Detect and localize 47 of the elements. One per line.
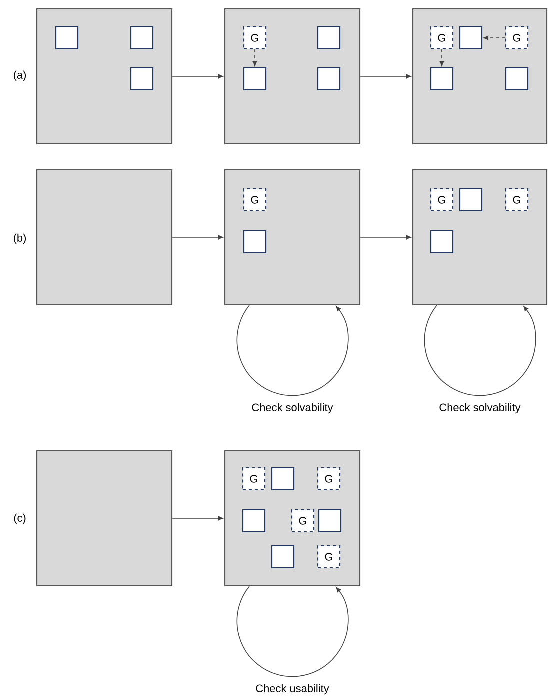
panel-box (224, 169, 361, 306)
square-box (430, 230, 454, 254)
loop-arrow (424, 305, 536, 396)
g-box: G (242, 467, 266, 491)
square-box (459, 26, 483, 50)
square-box (243, 230, 267, 254)
edge-label: Check solvability (252, 403, 334, 414)
square-box (459, 188, 483, 212)
square-box (271, 545, 295, 569)
square-box (318, 509, 342, 533)
row-label: (c) (14, 514, 26, 524)
g-box: G (505, 26, 529, 50)
square-box (430, 67, 454, 91)
g-box: G (317, 545, 341, 569)
arrow (484, 36, 506, 40)
g-box: G (291, 509, 315, 533)
square-box (505, 67, 529, 91)
square-box (317, 67, 341, 91)
panel-box (36, 8, 173, 145)
square-box (242, 509, 266, 533)
arrow (172, 235, 224, 240)
square-box (317, 26, 341, 50)
loop-arrow (236, 586, 349, 678)
g-box: G (243, 26, 267, 50)
arrow (360, 235, 412, 240)
loop-arrow (236, 305, 349, 396)
edge-label: Check solvability (440, 403, 521, 414)
arrow (172, 516, 224, 521)
g-box: G (430, 188, 454, 212)
edge-label: Check usability (256, 684, 330, 695)
row-label: (b) (14, 234, 26, 244)
panel-box (36, 450, 173, 587)
square-box (243, 67, 267, 91)
square-box (271, 467, 295, 491)
g-box: G (243, 188, 267, 212)
g-box: G (317, 467, 341, 491)
square-box (55, 26, 79, 50)
g-box: G (430, 26, 454, 50)
square-box (130, 67, 154, 91)
arrow (172, 74, 224, 79)
panel-box (36, 169, 173, 306)
arrow (252, 49, 258, 66)
g-box: G (505, 188, 529, 212)
arrow (440, 49, 444, 66)
row-label: (a) (14, 70, 26, 82)
arrow (360, 74, 412, 79)
square-box (130, 26, 154, 50)
